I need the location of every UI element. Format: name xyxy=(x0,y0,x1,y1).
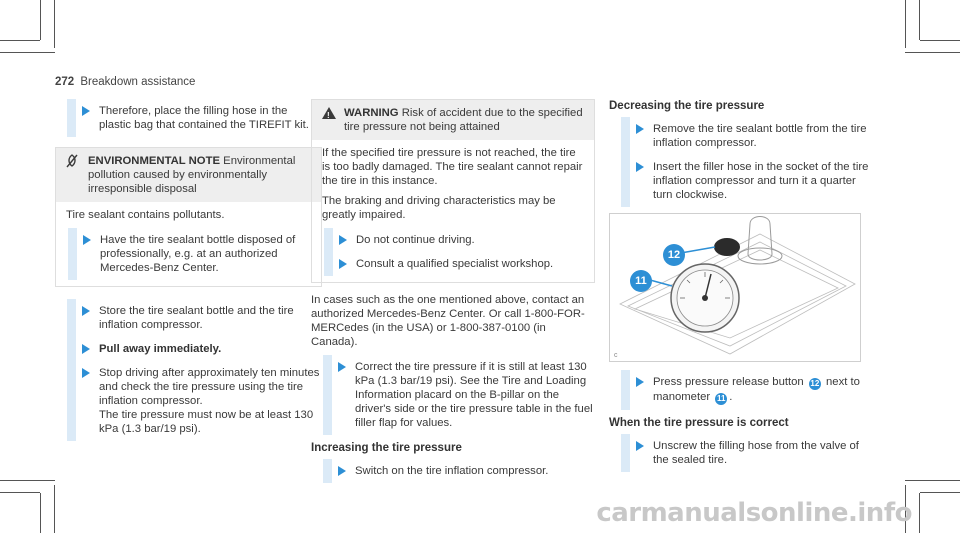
step-text: Stop driving after approximately ten min… xyxy=(99,367,320,407)
compressor-drawing: c xyxy=(614,216,856,359)
crop-mark xyxy=(905,485,906,533)
step-arrow-icon xyxy=(338,362,346,372)
step-text: Remove the tire sealant bottle from the … xyxy=(653,123,867,149)
crop-mark xyxy=(54,0,55,48)
compressor-illustration: c 12 11 xyxy=(609,213,861,362)
warning-title: WARNING xyxy=(344,107,399,119)
warning-text: If the specified tire pressure is not re… xyxy=(322,147,583,187)
step-arrow-icon xyxy=(82,306,90,316)
instruction-step: Correct the tire pressure if it is still… xyxy=(311,355,595,435)
warning-title-rest: Risk of accident due to the specified ti… xyxy=(344,107,583,133)
step-arrow-icon xyxy=(636,441,644,451)
step-arrow-icon xyxy=(339,235,347,245)
watermark: carmanualsonline.info xyxy=(596,498,912,528)
step-arrow-icon xyxy=(82,344,90,354)
crop-mark xyxy=(0,480,55,481)
crop-mark xyxy=(40,493,41,533)
step-text: Store the tire sealant bottle and the ti… xyxy=(99,305,294,331)
crop-mark xyxy=(905,52,960,53)
step-text: Press pressure release button xyxy=(653,376,804,388)
crop-mark xyxy=(54,485,55,533)
step-arrow-icon xyxy=(338,466,346,476)
step-arrow-icon xyxy=(636,377,644,387)
step-arrow-icon xyxy=(339,259,347,269)
step-text: Switch on the tire inflation compressor. xyxy=(355,465,549,477)
step-text: Unscrew the filling hose from the valve … xyxy=(653,440,859,466)
callout-11: 11 xyxy=(630,270,652,292)
svg-text:c: c xyxy=(614,352,618,359)
instruction-step: Stop driving after approximately ten min… xyxy=(55,361,322,441)
crop-mark xyxy=(905,0,906,48)
warning-text: The braking and driving characteristics … xyxy=(322,195,556,221)
step-arrow-icon xyxy=(82,368,90,378)
step-text: Correct the tire pressure if it is still… xyxy=(355,361,593,429)
warning-box: WARNING Risk of accident due to the spec… xyxy=(311,99,595,283)
step-text: next to manometer xyxy=(653,376,860,403)
section-heading: When the tire pressure is correct xyxy=(609,417,789,429)
instruction-step: Switch on the tire inflation compressor. xyxy=(311,459,595,483)
instruction-step: Pull away immediately. xyxy=(55,337,322,361)
crop-mark xyxy=(920,492,960,493)
column-2: WARNING Risk of accident due to the spec… xyxy=(311,99,595,483)
warning-icon xyxy=(322,107,336,123)
instruction-step: Store the tire sealant bottle and the ti… xyxy=(55,299,322,337)
step-text: Therefore, place the filling hose in the… xyxy=(99,105,309,131)
callout-badge-12: 12 xyxy=(808,378,821,390)
page-number: 272 xyxy=(55,76,75,88)
instruction-step: Consult a qualified specialist workshop. xyxy=(312,252,584,276)
section-heading: Decreasing the tire pressure xyxy=(609,100,765,112)
step-text: Consult a qualified specialist workshop. xyxy=(356,258,554,270)
instruction-step: Insert the filler hose in the socket of … xyxy=(609,155,875,207)
crop-mark xyxy=(0,40,40,41)
instruction-step: Have the tire sealant bottle disposed of… xyxy=(56,228,311,280)
column-1: Therefore, place the filling hose in the… xyxy=(55,99,322,441)
step-text: The tire pressure must now be at least 1… xyxy=(99,409,314,435)
crop-mark xyxy=(0,52,55,53)
note-text: Tire sealant contains pollutants. xyxy=(66,209,225,221)
paragraph: In cases such as the one mentioned above… xyxy=(311,294,585,348)
environmental-note: ENVIRONMENTAL NOTE Environmental polluti… xyxy=(55,147,322,287)
instruction-step: Press pressure release button 12 next to… xyxy=(609,370,875,410)
column-3: Decreasing the tire pressure Remove the … xyxy=(609,99,875,472)
crop-mark xyxy=(40,0,41,40)
step-arrow-icon xyxy=(82,106,90,116)
step-text: Do not continue driving. xyxy=(356,234,475,246)
section-heading: Increasing the tire pressure xyxy=(311,442,462,454)
step-text: Have the tire sealant bottle disposed of… xyxy=(100,234,296,274)
step-text: Insert the filler hose in the socket of … xyxy=(653,161,869,201)
instruction-step: Unscrew the filling hose from the valve … xyxy=(609,434,875,472)
crop-mark xyxy=(905,480,960,481)
note-title: ENVIRONMENTAL NOTE xyxy=(88,155,221,167)
step-text: Pull away immediately. xyxy=(99,343,222,355)
crop-mark xyxy=(919,493,920,533)
callout-badge-11: 11 xyxy=(715,393,728,405)
note-title-rest: Environmental pollution caused by enviro… xyxy=(88,155,296,195)
crop-mark xyxy=(919,0,920,40)
step-arrow-icon xyxy=(83,235,91,245)
crop-mark xyxy=(920,40,960,41)
step-arrow-icon xyxy=(636,124,644,134)
step-arrow-icon xyxy=(636,162,644,172)
instruction-step: Therefore, place the filling hose in the… xyxy=(55,99,322,137)
page-header: 272 Breakdown assistance xyxy=(55,76,195,88)
instruction-step: Remove the tire sealant bottle from the … xyxy=(609,117,875,155)
environment-icon xyxy=(66,154,78,168)
section-title: Breakdown assistance xyxy=(80,76,196,88)
callout-12: 12 xyxy=(663,244,685,266)
instruction-step: Do not continue driving. xyxy=(312,228,584,252)
crop-mark xyxy=(0,492,40,493)
